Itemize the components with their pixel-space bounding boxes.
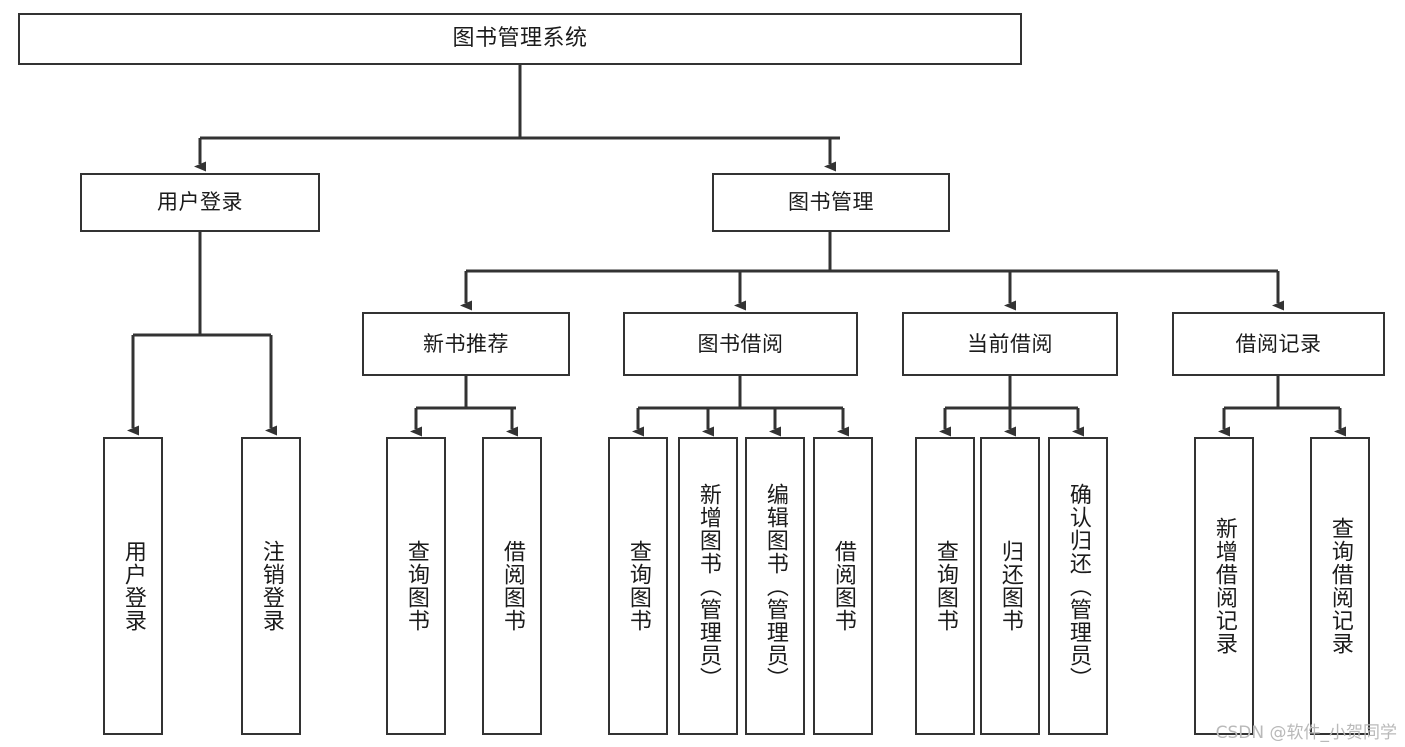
leaf-query-book-current[interactable]: 查询图书: [915, 437, 975, 735]
leaf-query-book-borrow[interactable]: 查询图书: [608, 437, 668, 735]
node-current-borrow[interactable]: 当前借阅: [902, 312, 1118, 376]
leaf-add-book-admin[interactable]: 新增图书（管理员）: [678, 437, 738, 735]
leaf-query-borrow-record[interactable]: 查询借阅记录: [1310, 437, 1370, 735]
node-label: 编辑图书（管理员）: [762, 482, 788, 690]
node-label: 查询图书: [403, 540, 429, 632]
node-label: 归还图书: [997, 540, 1023, 632]
node-label: 图书管理系统: [452, 26, 588, 52]
node-label: 查询借阅记录: [1327, 517, 1353, 655]
node-label: 用户登录: [120, 540, 146, 632]
leaf-borrow-book[interactable]: 借阅图书: [813, 437, 873, 735]
leaf-edit-book-admin[interactable]: 编辑图书（管理员）: [745, 437, 805, 735]
node-label: 确认归还（管理员）: [1065, 482, 1091, 690]
node-label: 当前借阅: [967, 331, 1053, 356]
leaf-logout[interactable]: 注销登录: [241, 437, 301, 735]
node-root-library-system[interactable]: 图书管理系统: [18, 13, 1022, 65]
node-label: 图书管理: [788, 190, 874, 215]
node-book-management[interactable]: 图书管理: [712, 173, 950, 232]
leaf-borrow-book-recommend[interactable]: 借阅图书: [482, 437, 542, 735]
node-label: 借阅记录: [1235, 331, 1322, 356]
node-label: 新增借阅记录: [1211, 517, 1237, 655]
node-label: 注销登录: [258, 540, 284, 632]
node-label: 图书借阅: [697, 331, 784, 356]
node-book-borrow[interactable]: 图书借阅: [623, 312, 858, 376]
node-user-login[interactable]: 用户登录: [80, 173, 320, 232]
node-borrow-record[interactable]: 借阅记录: [1172, 312, 1385, 376]
node-label: 新增图书（管理员）: [695, 482, 721, 690]
node-new-book-recommend[interactable]: 新书推荐: [362, 312, 570, 376]
node-label: 借阅图书: [830, 540, 856, 632]
leaf-confirm-return-admin[interactable]: 确认归还（管理员）: [1048, 437, 1108, 735]
node-label: 借阅图书: [499, 540, 525, 632]
node-label: 查询图书: [625, 540, 651, 632]
leaf-user-login[interactable]: 用户登录: [103, 437, 163, 735]
leaf-add-borrow-record[interactable]: 新增借阅记录: [1194, 437, 1254, 735]
leaf-query-book-recommend[interactable]: 查询图书: [386, 437, 446, 735]
leaf-return-book[interactable]: 归还图书: [980, 437, 1040, 735]
node-label: 用户登录: [157, 190, 243, 215]
node-label: 查询图书: [932, 540, 958, 632]
node-label: 新书推荐: [423, 331, 509, 356]
